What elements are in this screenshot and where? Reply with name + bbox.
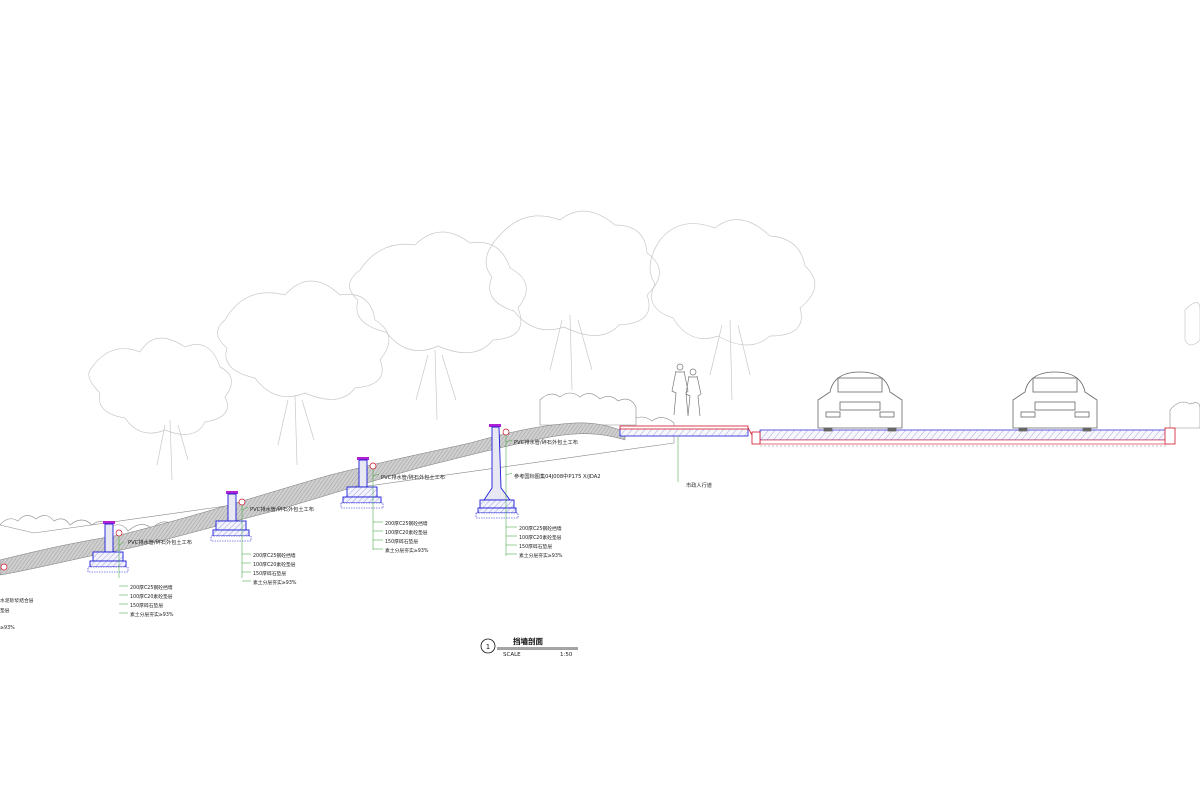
car-front-2 [1012,371,1098,432]
partial-note: 垫层 [0,607,10,614]
drawing-title: 挡墙剖面 [513,636,543,646]
layer-note: 150厚碎石垫层 [385,538,418,545]
drain-pipe [115,529,123,537]
layer-note: 素土分层夯实≥93% [519,552,563,559]
car-front-1 [817,371,903,432]
partial-note: 水泥砂浆结合层 [0,597,34,604]
tree-outline [349,231,527,421]
tree-outline [649,219,816,401]
layer-note: 200厚C25钢砼挡墙 [130,584,173,591]
layer-note: 200厚C25钢砼挡墙 [519,525,562,532]
pipe-note-wall-2: PVC排水管/碎石外包土工布 [250,505,314,513]
wall-cap [226,491,238,494]
drain-pipe [502,428,510,436]
wall-cap [357,457,369,460]
pipe-note-wall-1: PVC排水管/碎石外包土工布 [128,538,192,546]
tree-outline [88,337,232,481]
pipe-note-wall-3: PVC排水管/碎石外包土工布 [381,473,445,481]
drain-pipe [238,498,246,506]
drawing-title-block: 1 挡墙剖面 SCALE 1:50 [480,636,578,658]
layer-note: 100厚C20素砼垫层 [253,561,296,568]
layer-note: 200厚C25钢砼挡墙 [385,520,428,527]
layer-note: 100厚C20素砼垫层 [130,593,173,600]
drawing-number-circle [480,638,496,654]
wall-cap [103,521,115,524]
wall-cap [489,424,501,427]
drain-pipe [369,462,377,470]
sidewalk-label: 市政人行道 [686,481,712,489]
layer-note: 素土分层夯实≥93% [130,611,174,618]
tree-outline [217,280,390,466]
background-trees [88,210,1200,481]
layer-note: 100厚C20素砼垫层 [519,534,562,541]
pipe-note-wall-4: PVC排水管/碎石外包土工布 [514,438,578,446]
scale-value: 1:50 [560,652,573,658]
layer-note: 150厚碎石垫层 [519,543,552,550]
tree-outline [485,210,660,391]
layer-note: 素土分层夯实≥93% [385,547,429,554]
tree-outline [1184,302,1200,346]
retaining-wall-1 [87,521,129,578]
retaining-wall-3 [340,457,384,550]
roadway [759,429,1169,441]
partial-note: ≥93% [0,625,15,631]
layer-note: 素土分层夯实≥93% [253,579,297,586]
layer-note: 100厚C20素砼垫层 [385,529,428,536]
drawing-number: 1 [486,643,490,651]
scale-label: SCALE [503,652,521,658]
retaining-wall-2 [210,491,252,578]
layer-note: 200厚C25钢砼挡墙 [253,552,296,559]
pedestrians-figure [671,363,702,417]
reference-note: 参考国标图集04J008中P175 X/JDA2 [514,472,601,480]
road-section [619,425,1176,482]
layer-note: 150厚碎石垫层 [253,570,286,577]
layer-note: 150厚碎石垫层 [130,602,163,609]
